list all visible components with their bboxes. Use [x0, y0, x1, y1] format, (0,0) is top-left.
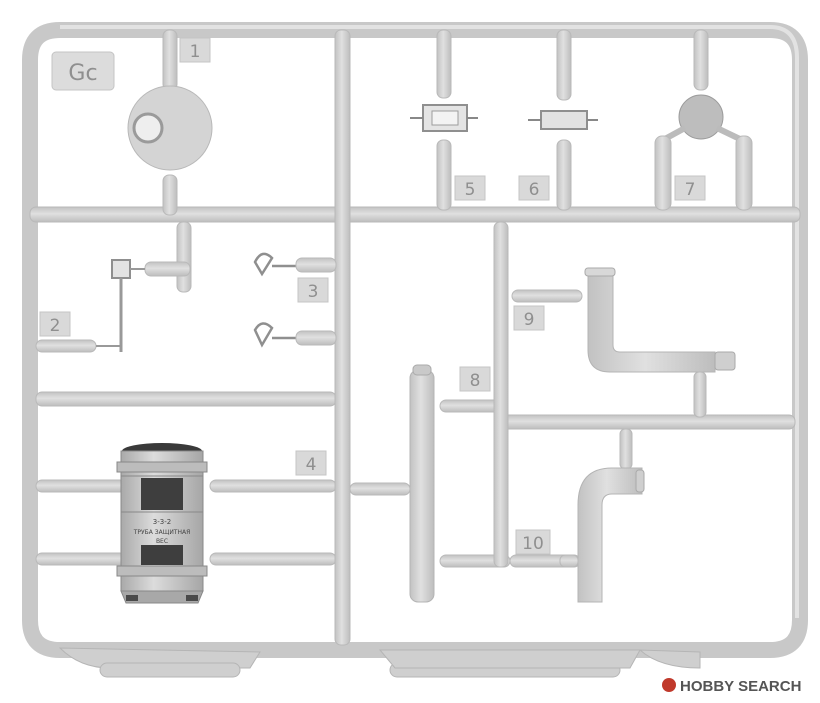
svg-text:5: 5: [465, 180, 476, 200]
svg-text:6: 6: [529, 180, 540, 200]
sprue-tag: Gc: [51, 51, 115, 91]
part-6: [528, 29, 598, 211]
part-1-plate: [127, 29, 213, 216]
part-4-canister: 3-3-2 ТРУБА ЗАЩИТНАЯ ВЕС: [116, 443, 208, 604]
inner-runners: [29, 206, 801, 568]
svg-text:8: 8: [470, 371, 481, 391]
part-label-5: 5: [454, 175, 486, 201]
canister-marking-1: 3-3-2: [153, 518, 171, 526]
svg-text:7: 7: [685, 180, 696, 200]
part-9-pipe: [584, 267, 736, 418]
part-5: [410, 29, 478, 211]
bottom-gates: [58, 647, 701, 678]
part-label-9: 9: [513, 305, 545, 331]
part-3-hooks: [253, 252, 296, 348]
part-2-bracket: [96, 221, 192, 352]
part-label-3: 3: [297, 277, 329, 303]
part-7-ball: [654, 29, 753, 211]
part-label-6: 6: [518, 175, 550, 201]
svg-text:2: 2: [50, 316, 61, 336]
part-number-labels: 1 2 3 4 5 6 7 8 9 10: [39, 37, 706, 555]
part-label-1: 1: [179, 37, 211, 63]
part-label-10: 10: [515, 529, 551, 555]
watermark-brand: HOBBY SEARCH: [680, 678, 801, 695]
svg-text:10: 10: [522, 534, 544, 554]
sprue-tag-text: Gc: [68, 61, 97, 86]
hobby-search-watermark: HOBBY SEARCH: [662, 678, 801, 695]
svg-text:1: 1: [190, 42, 201, 62]
canister-marking-2: ТРУБА ЗАЩИТНАЯ: [133, 529, 191, 536]
part-label-7: 7: [674, 175, 706, 201]
canister-marking-3: ВЕС: [156, 538, 168, 545]
part-label-8: 8: [459, 366, 491, 392]
part-label-4: 4: [295, 450, 327, 476]
hobby-search-logo-icon: [662, 678, 676, 692]
svg-text:3: 3: [308, 282, 319, 302]
part-10-pipe: [559, 428, 645, 603]
part-label-2: 2: [39, 311, 71, 337]
svg-text:4: 4: [306, 455, 317, 475]
part-8-pipe: [349, 364, 435, 603]
svg-text:9: 9: [524, 310, 535, 330]
